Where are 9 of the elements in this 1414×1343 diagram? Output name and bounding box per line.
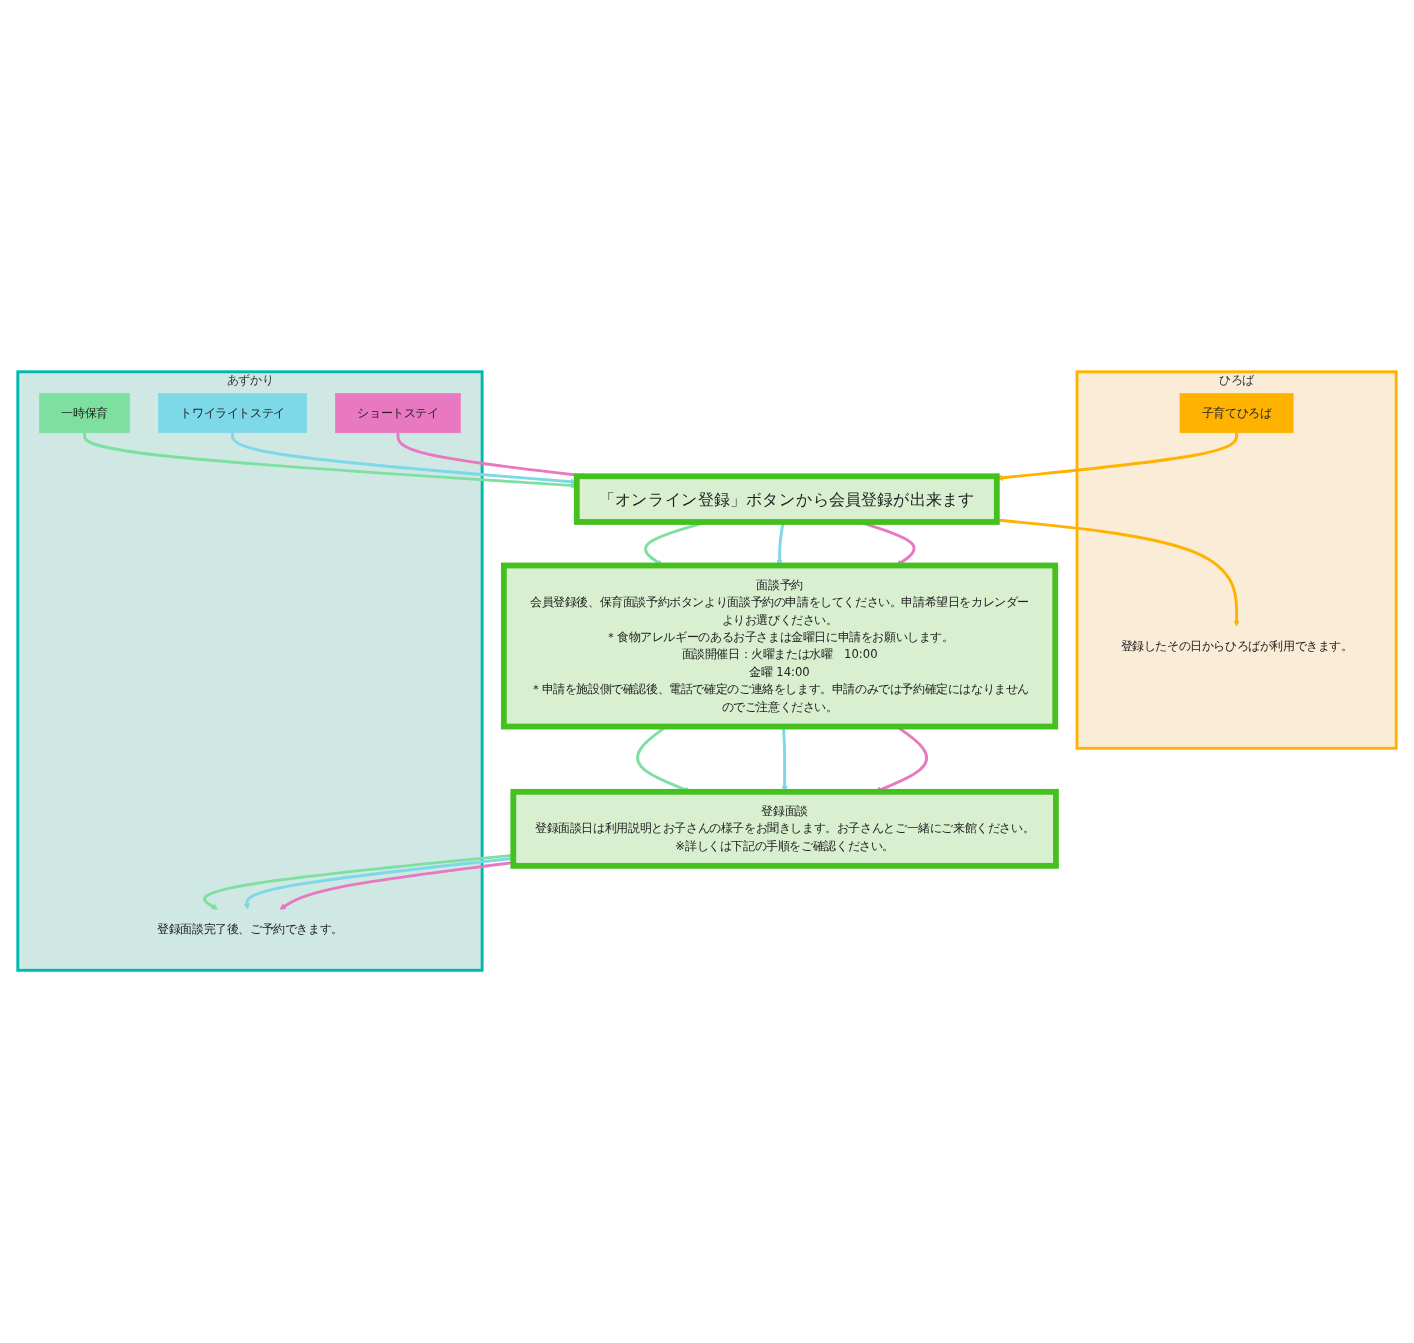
node-text: 登録面談完了後、ご予約できます。 bbox=[157, 922, 343, 936]
node-box: 面談予約 会員登録後、保育面談予約ボタンより面談予約の申請をしてください。申請希望日をカレンダーよりお選びください。 ＊食物アレルギーのあるお子さまは金曜日に申請をお願いします。 面談開催日：火曜または水曜 10:00 金曜 14:00 ＊申請を施設側で確認後、電話で確定のご連絡をします。申請のみでは予約確定にはなりませんのでご注意ください。 bbox=[500, 563, 1059, 730]
node-box: ショートステイ bbox=[335, 393, 461, 434]
node-box: 登録面談 登録面談日は利用説明とお子さんの様子をお聞きします。お子さんとご一緒にご来館ください。 ※詳しくは下記の手順をご確認ください。 bbox=[510, 789, 1059, 870]
node-box: 子育てひろば bbox=[1179, 393, 1294, 434]
node-box: 「オンライン登録」ボタンから会員登録が出来ます bbox=[573, 473, 1000, 526]
node-box: トワイライトステイ bbox=[158, 393, 307, 434]
node-text: 登録したその日からひろばが利用できます。 bbox=[1120, 639, 1353, 653]
node-box: 一時保育 bbox=[39, 393, 130, 434]
